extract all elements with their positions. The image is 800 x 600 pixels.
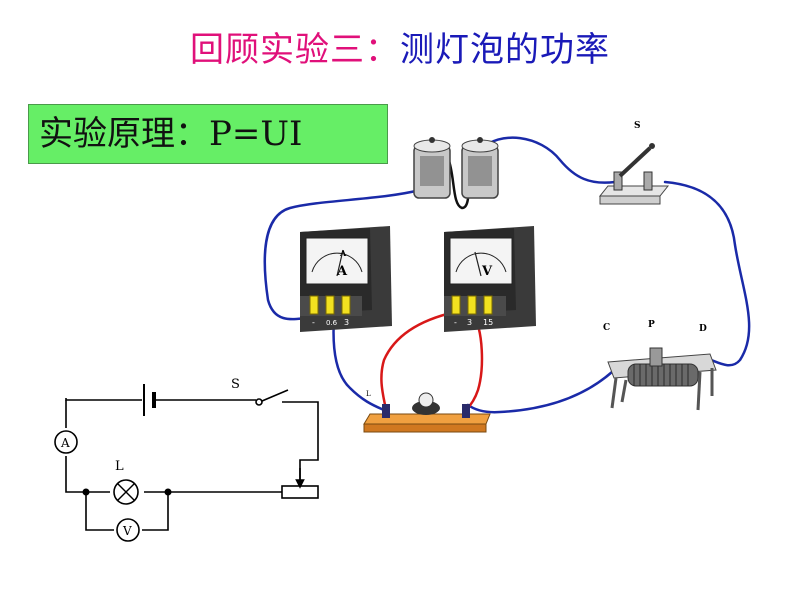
blue-wires: [263, 136, 751, 414]
wire-voltmeter-neg: [380, 310, 457, 412]
lamp-board: L: [363, 390, 491, 433]
voltmeter: V - 3 15: [444, 226, 536, 332]
schematic-rheostat: [281, 485, 319, 499]
wire-battery-ammeter: [263, 188, 422, 321]
page-title: 回顾实验三：测灯泡的功率: [0, 22, 800, 71]
battery-cells: [413, 137, 499, 199]
wire-battery-switch: [478, 136, 617, 184]
wire-switch-rheostat: [663, 180, 751, 367]
schematic-diagram: [65, 384, 319, 531]
voltmeter-terminal-15: 15: [483, 318, 493, 327]
schematic-voltmeter: [116, 518, 140, 542]
voltmeter-terminal-neg: -: [454, 318, 457, 327]
title-part-review: 回顾实验三：: [190, 30, 400, 70]
wire-ammeter-board: [332, 316, 386, 412]
ammeter-terminal-neg: -: [312, 318, 315, 327]
title-part-experiment: 测灯泡的功率: [400, 30, 610, 70]
knife-switch: S: [598, 121, 670, 205]
ammeter-symbol: A: [336, 264, 348, 279]
schematic-wire-top-left: [65, 398, 142, 401]
wire-rheostat-board: [466, 370, 614, 414]
schematic-junction-right: [164, 488, 172, 496]
schematic-switch-label: S: [231, 377, 240, 392]
rheostat: C P D: [603, 320, 717, 411]
ammeter-terminal-3: 3: [344, 318, 349, 327]
schematic-ammeter: [54, 430, 78, 454]
schematic-junction-left: [82, 488, 90, 496]
voltmeter-symbol: V: [481, 264, 493, 279]
ammeter-terminal-06: 0.6: [326, 319, 338, 327]
rheostat-label-c: C: [603, 323, 610, 333]
rheostat-label-d: D: [699, 324, 707, 334]
schematic-components: A L V S: [54, 377, 240, 542]
schematic-switch-pivot: [255, 398, 263, 406]
schematic-ammeter-symbol: A: [60, 436, 70, 450]
switch-label: S: [634, 121, 641, 131]
schematic-wire-right: [282, 401, 319, 480]
rheostat-label-p: P: [648, 320, 655, 330]
battery-cell-right: [461, 137, 499, 199]
voltmeter-terminal-3: 3: [467, 318, 472, 327]
principle-box: 实验原理：P=UI: [28, 104, 388, 164]
schematic-switch-blade: [261, 389, 289, 402]
schematic-lamp-label: L: [115, 459, 124, 474]
ammeter-scale-symbol: A: [339, 248, 347, 258]
ammeter: A A - 0.6 3: [300, 226, 392, 332]
lamp-label: L: [366, 390, 371, 398]
schematic-voltmeter-symbol: V: [122, 524, 132, 538]
battery-cell-left: [413, 137, 451, 199]
